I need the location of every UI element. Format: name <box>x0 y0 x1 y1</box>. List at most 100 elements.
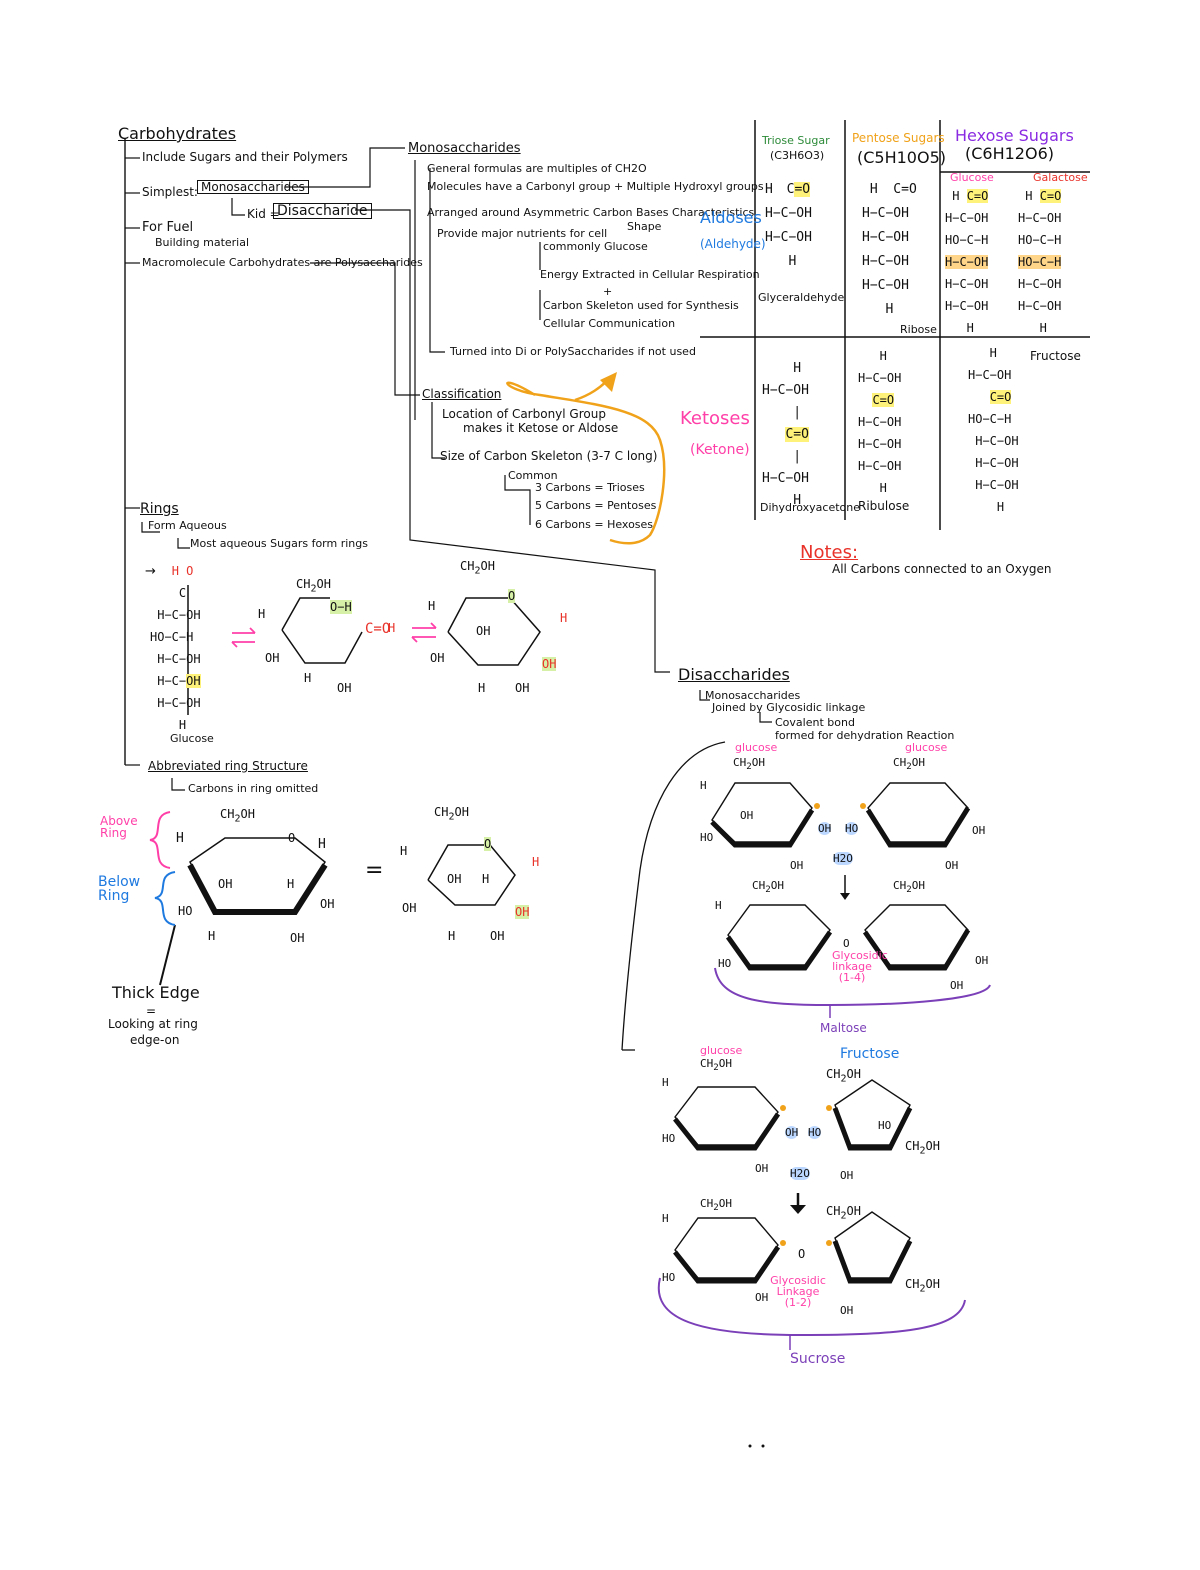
h-red-b: H <box>560 611 568 625</box>
col-pentose-formula: (C5H10O5) <box>857 148 946 167</box>
mono-item-plus: + <box>603 285 613 298</box>
oh-red-b: OH <box>542 657 557 671</box>
equals-sign: = <box>365 858 384 883</box>
ch2oh-m1: CH2OH <box>733 756 766 773</box>
dihydroxyacetone-structure: H H−C−OH | C=O | H−C−OH H <box>762 361 809 508</box>
oh-b2: OH <box>476 624 491 638</box>
kid-label: Kid = <box>247 207 280 221</box>
down-arrow-icon <box>790 875 850 1214</box>
oh-b1: OH <box>430 651 445 665</box>
thick-edge-equals: = <box>146 1004 157 1018</box>
glucose-table-label: Glucose <box>950 171 994 184</box>
galactose-table-structure: H C=O H−C−OH HO−C−H HO−C−H H−C−OH H−C−OH… <box>1018 189 1062 335</box>
oh-m4: OH <box>972 824 986 837</box>
disacc-item-covalent: Covalent bond <box>775 716 855 729</box>
col-triose: Triose Sugar <box>762 134 830 147</box>
mono-item-nutrients: Provide major nutrients for cell <box>437 227 608 240</box>
class-item-hexoses: 6 Carbons = Hexoses <box>535 518 654 531</box>
ho-m1: HO <box>700 831 714 844</box>
mono-item-glucose: commonly Glucose <box>543 240 648 253</box>
oh-m3: OH <box>945 859 959 872</box>
disaccharides-title: Disaccharides <box>678 665 790 684</box>
classification-title: Classification <box>422 387 502 401</box>
class-item-location: Location of Carbonyl Group <box>442 407 606 421</box>
h-b1: H <box>428 599 436 613</box>
row-ketoses-sub: (Ketone) <box>690 442 750 458</box>
linear-glucose-structure: H O C H−C−OH HO−C−H H−C−OH H−C−OH H−C−OH… <box>150 564 201 732</box>
h-small1: H <box>400 844 408 858</box>
notes-text: All Carbons connected to an Oxygen <box>832 562 1052 576</box>
disacc-item-formed: formed for dehydration Reaction <box>775 729 955 742</box>
col-pentose: Pentose Sugars <box>852 131 945 145</box>
ho-mp1: HO <box>718 957 732 970</box>
h-m1: H <box>700 779 707 792</box>
ring-o-small: O <box>484 837 492 851</box>
h-red-a: H <box>388 621 396 635</box>
col-hexose: Hexose Sugars <box>955 126 1074 145</box>
mono-item-communication: Cellular Communication <box>543 317 676 330</box>
ch2oh-a: CH2OH <box>296 577 331 595</box>
ho-blue-1: HO <box>845 822 859 835</box>
ch2oh-sp1: CH2OH <box>700 1197 733 1214</box>
ch2oh-big: CH2OH <box>220 807 255 825</box>
equilibrium-arrows-icon <box>231 622 437 648</box>
h-big4: H <box>208 929 216 943</box>
oh-b3: OH <box>515 681 530 695</box>
fructose-table-structure: H H−C−OH C=O HO−C−H H−C−OH H−C−OH H−C−OH… <box>968 346 1019 514</box>
ho-big: HO <box>178 904 193 918</box>
oh-s1: OH <box>755 1162 769 1175</box>
below-ring-label: Below Ring <box>98 874 141 904</box>
h-b2: H <box>478 681 486 695</box>
abbreviated-ring-title: Abbreviated ring Structure <box>148 759 308 773</box>
dihydroxyacetone-label: Dihydroxyacetone <box>760 501 861 514</box>
ch2oh-s2: CH2OH <box>826 1067 861 1085</box>
oh-big3: OH <box>290 931 305 945</box>
ribose-label: Ribose <box>900 323 937 336</box>
carbohydrates-title: Carbohydrates <box>118 124 237 143</box>
ch2oh-sp3: CH2OH <box>905 1277 940 1295</box>
monosaccharides-box: Monosaccharides <box>197 180 309 194</box>
h-big2: H <box>318 837 326 852</box>
ch2oh-b: CH2OH <box>460 559 495 577</box>
fructose-table-label: Fructose <box>1030 349 1081 363</box>
disaccharide-box: Disaccharide <box>273 203 372 219</box>
carbons-omitted: Carbons in ring omitted <box>188 782 319 795</box>
h-s1: H <box>662 1076 669 1089</box>
glyceraldehyde-structure: H C=O H−C−OH H−C−OH H <box>765 182 812 269</box>
ribose-structure: H C=O H−C−OH H−C−OH H−C−OH H−C−OH H <box>862 182 917 317</box>
disacc-item-mono: Monosaccharides <box>705 689 801 702</box>
class-item-pentoses: 5 Carbons = Pentoses <box>535 499 657 512</box>
oh-red-small: OH <box>515 905 530 919</box>
oh-mp2: OH <box>975 954 989 967</box>
oh-a1: OH <box>265 651 280 665</box>
h2o-m: H2O <box>833 852 853 865</box>
bridge-o-m: O <box>843 937 850 950</box>
oh-blue-2: OH <box>785 1126 799 1139</box>
above-ring-label: Above Ring <box>100 814 138 840</box>
mono-item-energy: Energy Extracted in Cellular Respiration <box>540 268 760 281</box>
ch2oh-small: CH2OH <box>434 805 469 823</box>
glucose-label-2: glucose <box>905 741 948 754</box>
ch2oh-sp2: CH2OH <box>826 1204 861 1222</box>
class-item-size: Size of Carbon Skeleton (3-7 C long) <box>440 449 658 463</box>
row-ketoses: Ketoses <box>680 408 750 429</box>
h-a2: H <box>304 671 312 685</box>
galactose-table-label: Galactose <box>1033 171 1088 184</box>
h-sp1: H <box>662 1212 669 1225</box>
glucose-linear-label: Glucose <box>170 732 214 745</box>
oh-sp2: OH <box>840 1304 854 1317</box>
ho-sp1: HO <box>662 1271 676 1284</box>
class-item-common: Common <box>508 469 558 482</box>
arrow-icon: → <box>145 564 156 579</box>
oh-small3: OH <box>490 929 505 943</box>
outline-item-simplest: Simplest: <box>142 185 198 199</box>
glucose-table-structure: H C=O H−C−OH HO−C−H H−C−OH H−C−OH H−C−OH… <box>945 189 989 335</box>
oh-mp1: OH <box>950 979 964 992</box>
glycosidic-12-label: Glycosidic Linkage (1-2) <box>770 1274 826 1309</box>
ch2oh-mp1: CH2OH <box>752 879 785 896</box>
ch2oh-s1: CH2OH <box>700 1057 733 1074</box>
h-a1: H <box>258 607 266 621</box>
outline-item-fuel: For Fuel <box>142 220 194 235</box>
ho-s1: HO <box>662 1132 676 1145</box>
